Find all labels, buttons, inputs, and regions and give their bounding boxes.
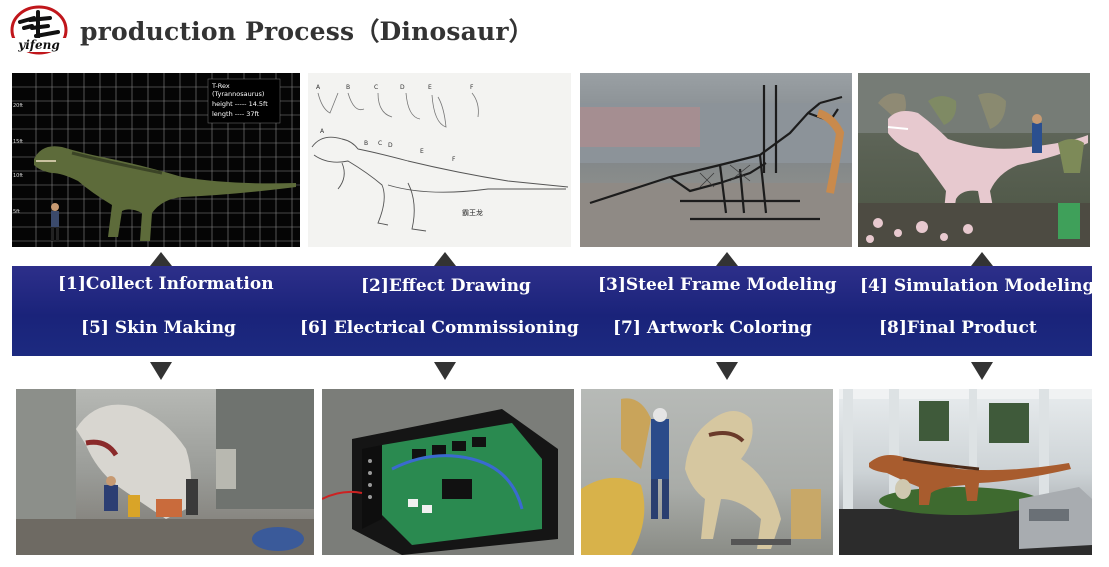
sketch-letter: D [400, 84, 405, 91]
down-arrow-icon [971, 362, 993, 380]
photo-final-product [839, 389, 1092, 555]
step-6-label: [6] Electrical Commissioning [300, 318, 579, 338]
sketch-letter: B [364, 140, 368, 147]
down-arrow-icon [716, 362, 738, 380]
sketch-letter: A [316, 84, 321, 91]
sketch-caption: 霸王龙 [462, 208, 483, 217]
trex-latin: (Tyrannosaurus) [212, 90, 264, 98]
sketch-letter: C [378, 140, 382, 147]
photo-electrical-commissioning [322, 389, 574, 555]
up-arrow-icon [434, 252, 456, 266]
photo-effect-drawing: A B C D E F A B C D E F 霸王龙 [308, 73, 571, 247]
logo-text: yifeng [17, 38, 59, 52]
sketch-letter: C [374, 84, 378, 91]
axis-label-5ft: 5ft [13, 209, 20, 215]
trex-name: T-Rex [211, 82, 230, 90]
process-steps-band [12, 266, 1092, 356]
sketch-letter: E [420, 148, 424, 155]
photo-simulation-modeling [858, 73, 1090, 247]
down-arrow-icon [434, 362, 456, 380]
yifeng-logo: yifeng [8, 4, 70, 60]
step-8-label: [8]Final Product [879, 318, 1037, 338]
photo-skin-making [16, 389, 314, 555]
trex-height: height ----- 14.5ft [212, 100, 268, 108]
step-5-label: [5] Skin Making [81, 318, 236, 338]
page-title: production Process（Dinosaur） [80, 17, 534, 46]
step-1-label: [1]Collect Information [58, 274, 274, 294]
down-arrow-icon [150, 362, 172, 380]
axis-label-15ft: 15ft [13, 139, 23, 145]
step-3-label: [3]Steel Frame Modeling [598, 275, 837, 295]
step-4-label: [4] Simulation Modeling [860, 276, 1095, 296]
up-arrow-icon [716, 252, 738, 266]
up-arrow-icon [150, 252, 172, 266]
step-2-label: [2]Effect Drawing [361, 276, 531, 296]
sketch-letter: E [428, 84, 432, 91]
axis-label-10ft: 10ft [13, 173, 23, 179]
sketch-letter: B [346, 84, 350, 91]
photo-artwork-coloring [581, 389, 833, 555]
up-arrow-icon [971, 252, 993, 266]
sketch-letter: F [470, 84, 474, 91]
photo-steel-frame [580, 73, 852, 247]
trex-length: length ---- 37ft [212, 110, 260, 118]
sketch-letter: D [388, 142, 393, 149]
photo-collect-information: 20ft 15ft 10ft 5ft T-Rex (Tyrannosaurus)… [12, 73, 300, 247]
step-7-label: [7] Artwork Coloring [613, 318, 812, 338]
sketch-letter: A [320, 128, 325, 135]
axis-label-20ft: 20ft [13, 103, 23, 109]
sketch-letter: F [452, 156, 456, 163]
